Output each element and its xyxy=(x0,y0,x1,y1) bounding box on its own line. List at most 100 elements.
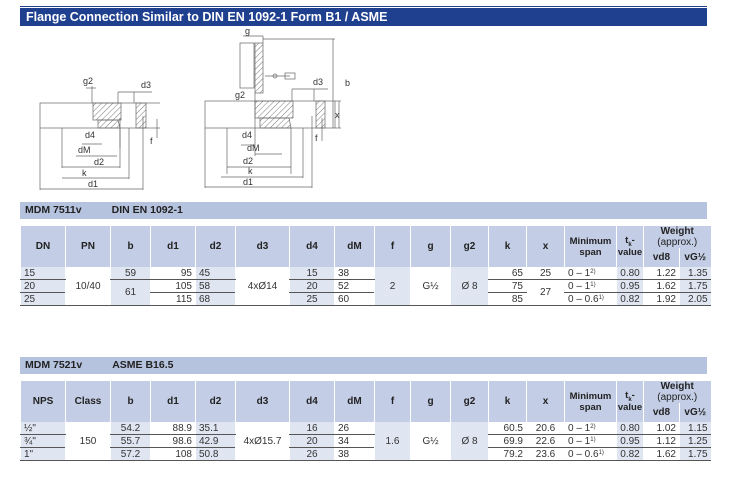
footnote-ref: 1) xyxy=(590,437,596,443)
header-tk-value: tk-value xyxy=(616,226,644,267)
cell-f: 1.6 xyxy=(374,422,411,461)
cell-k: 69.9 xyxy=(488,434,527,448)
cell-b: 54.2 xyxy=(110,422,151,435)
cell-vg: 1.75 xyxy=(678,447,711,461)
cell-dM: 34 xyxy=(334,434,375,448)
cell-k: 60.5 xyxy=(488,422,527,435)
span-value: 0 – 1 xyxy=(568,423,591,434)
cell-d1: 108 xyxy=(150,447,196,461)
header-b: b xyxy=(110,226,151,267)
standard-name: DIN EN 1092-1 xyxy=(111,204,183,216)
span-value: 0 – 1 xyxy=(568,436,591,447)
tk-sub: k xyxy=(628,396,632,403)
cell-vg: 1.75 xyxy=(678,279,711,293)
label-b: b xyxy=(345,78,350,88)
header-d2: d2 xyxy=(195,381,236,422)
cell-vg: 2.05 xyxy=(678,292,711,306)
cell-vd8: 1.92 xyxy=(643,292,680,306)
weight-label: Weight xyxy=(660,381,694,392)
cell-d4: 16 xyxy=(289,422,335,435)
footnote-ref: 2) xyxy=(590,424,596,430)
header-f: f xyxy=(374,381,411,422)
cell-a: ¾" xyxy=(20,434,66,448)
cell-d1: 88.9 xyxy=(150,422,196,435)
cell-d4: 15 xyxy=(289,267,335,280)
cell-d2: 68 xyxy=(195,292,236,306)
cell-a: 15 xyxy=(20,267,66,280)
header-g2: g2 xyxy=(450,226,489,267)
cell-span: 0 – 12) xyxy=(564,267,617,280)
cell-b: 59 xyxy=(110,267,151,280)
cell-k: 79.2 xyxy=(488,447,527,461)
header-f: f xyxy=(374,226,411,267)
header-k: k xyxy=(488,226,527,267)
header-col2: Class xyxy=(65,381,111,422)
cell-dM: 26 xyxy=(334,422,375,435)
header-k: k xyxy=(488,381,527,422)
dimensions-table: NPS Class b d1 d2 d3 d4 dM f g g2 k x Mi… xyxy=(20,381,711,461)
cell-tk: 0.80 xyxy=(616,267,644,280)
footnote-ref: 2) xyxy=(590,269,596,275)
approx-label: (approx.) xyxy=(657,237,698,248)
label-d1: d1 xyxy=(88,179,98,189)
cell-d2: 50.8 xyxy=(195,447,236,461)
cell-span: 0 – 0.61) xyxy=(564,447,617,461)
flange-drawing-left: g2 d3 x f d4 dM d2 k d1 xyxy=(39,76,160,190)
tk-t: t xyxy=(625,234,629,246)
standard-name: ASME B16.5 xyxy=(112,359,174,371)
header-vd8: vd8 xyxy=(643,248,680,267)
label-k: k xyxy=(82,168,87,178)
label-dM: dM xyxy=(78,145,91,155)
header-col1: NPS xyxy=(20,381,66,422)
header-dM: dM xyxy=(334,381,375,422)
header-d1: d1 xyxy=(150,226,196,267)
label-g: g xyxy=(245,26,250,36)
cell-span: 0 – 0.61) xyxy=(564,292,617,306)
dimensions-table: DN PN b d1 d2 d3 d4 dM f g g2 k x Minimu… xyxy=(20,226,711,306)
model-number: MDM 7521v xyxy=(25,359,83,371)
cell-d1: 115 xyxy=(150,292,196,306)
label-x-right: x xyxy=(335,110,340,120)
header-g: g xyxy=(410,226,451,267)
label-d4: d4 xyxy=(85,130,95,140)
header-vg: vG½ xyxy=(678,248,711,267)
label-f: f xyxy=(150,136,153,146)
cell-d3: 4xØ14 xyxy=(235,267,290,306)
footnote-ref: 1) xyxy=(590,282,596,288)
cell-b: 61 xyxy=(110,279,151,306)
header-d3: d3 xyxy=(235,381,290,422)
header-g2: g2 xyxy=(450,381,489,422)
cell-tk: 0.82 xyxy=(616,292,644,306)
label-d3: d3 xyxy=(141,80,151,90)
cell-g2: Ø 8 xyxy=(450,422,489,461)
cell-x: 20.6 xyxy=(526,422,565,435)
tk-rest: -value xyxy=(617,234,643,259)
cell-span: 0 – 11) xyxy=(564,434,617,448)
label-dM-right: dM xyxy=(247,143,260,153)
cell-tk: 0.82 xyxy=(616,447,644,461)
model-number: MDM 7511v xyxy=(25,204,82,216)
cell-tk: 0.80 xyxy=(616,422,644,435)
cell-g2: Ø 8 xyxy=(450,267,489,306)
cell-g: G½ xyxy=(410,267,451,306)
header-col1: DN xyxy=(20,226,66,267)
cell-d4: 26 xyxy=(289,447,335,461)
header-b: b xyxy=(110,381,151,422)
header-min-span: Minimum span xyxy=(564,381,617,422)
cell-vd8: 1.62 xyxy=(643,279,680,293)
header-d3: d3 xyxy=(235,226,290,267)
asme-section: MDM 7521v ASME B16.5 NPS Class b d1 d2 d3… xyxy=(20,357,711,461)
cell-tk: 0.95 xyxy=(616,434,644,448)
din-section: MDM 7511v DIN EN 1092-1 DN PN b d1 d2 d3 … xyxy=(20,202,711,306)
cell-vd8: 1.02 xyxy=(643,422,680,435)
cell-d1: 95 xyxy=(150,267,196,280)
label-d2: d2 xyxy=(94,157,104,167)
header-tk-value: tk-value xyxy=(616,381,644,422)
cell-b: 57.2 xyxy=(110,447,151,461)
cell-d2: 58 xyxy=(195,279,236,293)
section-header: MDM 7511v DIN EN 1092-1 xyxy=(20,202,707,219)
